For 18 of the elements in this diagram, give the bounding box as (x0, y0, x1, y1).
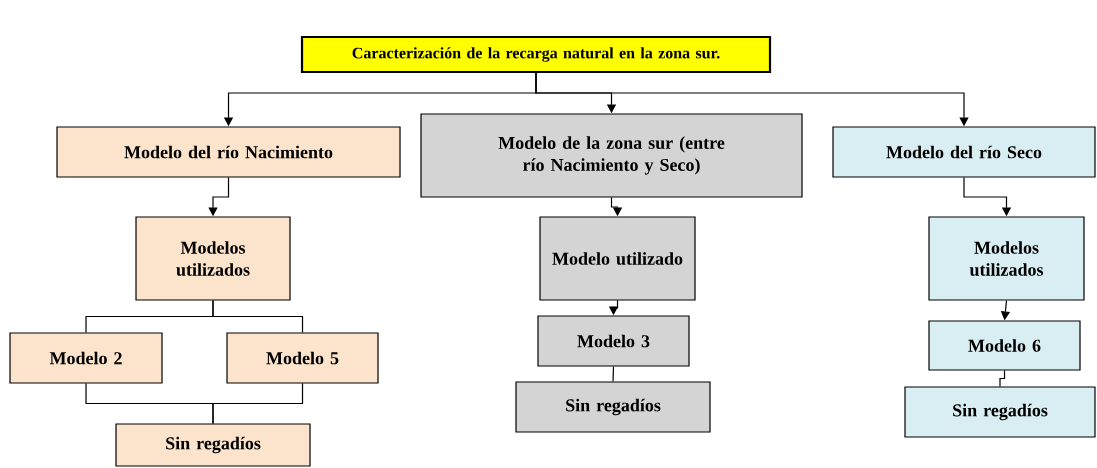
process-box: Modelos utilizados (928, 216, 1085, 301)
process-box: Modelos utilizados (135, 216, 291, 301)
connector-line (999, 370, 1006, 387)
process-box: Modelo 2 (9, 332, 163, 384)
process-box: Sin regadíos (515, 381, 711, 433)
process-box: Modelo 3 (537, 315, 690, 367)
process-box: Modelo del río Nacimiento (56, 126, 401, 178)
title-box: Caracterización de la recarga natural en la zona sur. (300, 35, 772, 74)
connector-line (212, 300, 304, 333)
process-box: Sin regadíos (904, 386, 1096, 438)
process-box: Modelo 5 (226, 332, 379, 384)
process-box: Sin regadíos (115, 423, 311, 467)
process-box: Modelo de la zona sur (entre río Nacimiento y Seco) (420, 113, 803, 198)
process-box: Modelo 6 (928, 320, 1081, 371)
process-box: Modelo del río Seco (832, 126, 1096, 178)
connector-line (612, 366, 615, 382)
process-box: Modelo utilizado (539, 216, 696, 301)
connector-line (212, 383, 304, 424)
